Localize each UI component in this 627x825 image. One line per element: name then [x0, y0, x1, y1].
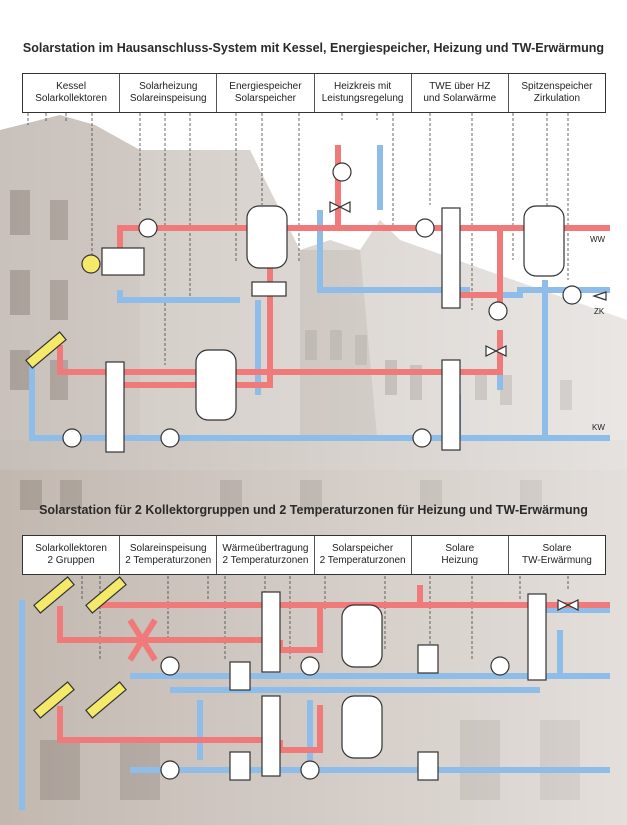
column-line2: Solarspeicher — [234, 93, 296, 104]
ww-label: WW — [590, 235, 606, 244]
pump-icon — [300, 760, 320, 780]
column-line1: Heizkreis mit — [333, 81, 392, 92]
heat-exchanger-icon — [105, 361, 125, 453]
pump-icon — [562, 285, 582, 305]
pump-icon — [300, 656, 320, 676]
valve-icon — [592, 291, 607, 301]
pump-icon — [160, 760, 180, 780]
control-box — [229, 751, 251, 781]
column-line1: TWE über HZ — [429, 81, 491, 92]
column-line2: Solarkollektoren — [35, 93, 107, 104]
solar-collector-icon — [85, 681, 127, 719]
storage-tank-icon — [341, 695, 383, 759]
control-box — [417, 751, 439, 781]
column-line1: Energiespeicher — [229, 81, 302, 92]
heat-exchanger-icon — [527, 593, 547, 681]
solar-collector-icon — [85, 576, 127, 614]
column-line2: 2 Temperaturzonen — [125, 555, 212, 566]
boiler-indicator-icon — [81, 254, 101, 274]
pump-icon — [332, 162, 352, 182]
pump-icon — [160, 428, 180, 448]
pump-icon — [138, 218, 158, 238]
column-line2: Leistungsregelung — [321, 93, 404, 104]
column-line1: Solarspeicher — [332, 543, 394, 554]
boiler-box — [101, 247, 145, 276]
diagram2-signal-lines — [81, 576, 569, 660]
diagram2-components — [33, 576, 579, 781]
column-line2: 2 Gruppen — [47, 555, 95, 566]
pump-icon — [160, 656, 180, 676]
heat-exchanger-icon — [441, 359, 461, 451]
heat-exchanger-icon — [441, 207, 461, 309]
pump-icon — [488, 301, 508, 321]
column-line2: TW-Erwärmung — [522, 555, 592, 566]
column-line1: Solarheizung — [139, 81, 198, 92]
column-line1: Spitzenspeicher — [521, 81, 593, 92]
column-line1: Solare — [542, 543, 572, 554]
valve-icon — [485, 345, 507, 357]
diagram2-title: Solarstation für 2 Kollektorgruppen und … — [39, 503, 588, 517]
pump-icon — [412, 428, 432, 448]
column-line1: Wärmeübertragung — [222, 543, 309, 554]
column-line2: Heizung — [441, 555, 479, 566]
pump-icon — [490, 656, 510, 676]
storage-tank-icon — [195, 349, 237, 421]
diagram1-title: Solarstation im Hausanschluss-System mit… — [22, 41, 605, 55]
solar-collector-icon — [33, 576, 75, 614]
pump-icon — [415, 218, 435, 238]
zk-label: ZK — [594, 307, 605, 316]
column-line2: und Solarwärme — [423, 93, 497, 104]
kw-label: KW — [592, 423, 605, 432]
column-line1: Solare — [445, 543, 475, 554]
column-line2: Solareinspeisung — [129, 93, 207, 104]
control-box — [229, 661, 251, 691]
solar-collector-icon — [25, 331, 67, 369]
column-line1: Solarkollektoren — [35, 543, 107, 554]
valve-icon — [557, 599, 579, 611]
diagram1-signal-lines — [27, 113, 569, 365]
control-box — [417, 644, 439, 674]
storage-tank-icon — [523, 205, 565, 277]
valve-icon — [329, 201, 351, 213]
column-line2: 2 Temperaturzonen — [222, 555, 309, 566]
heat-exchanger-icon — [261, 695, 281, 777]
mixer-box — [251, 281, 287, 297]
pump-icon — [62, 428, 82, 448]
solar-collector-icon — [33, 681, 75, 719]
heat-exchanger-icon — [261, 591, 281, 673]
diagram1-components — [25, 162, 607, 453]
column-line1: Kessel — [56, 81, 87, 92]
column-line1: Solareinspeisung — [129, 543, 207, 554]
column-line2: 2 Temperaturzonen — [319, 555, 406, 566]
diagram2-cold-pipes — [19, 600, 610, 810]
storage-tank-icon — [246, 205, 288, 269]
column-line2: Zirkulation — [533, 93, 581, 104]
storage-tank-icon — [341, 604, 383, 668]
